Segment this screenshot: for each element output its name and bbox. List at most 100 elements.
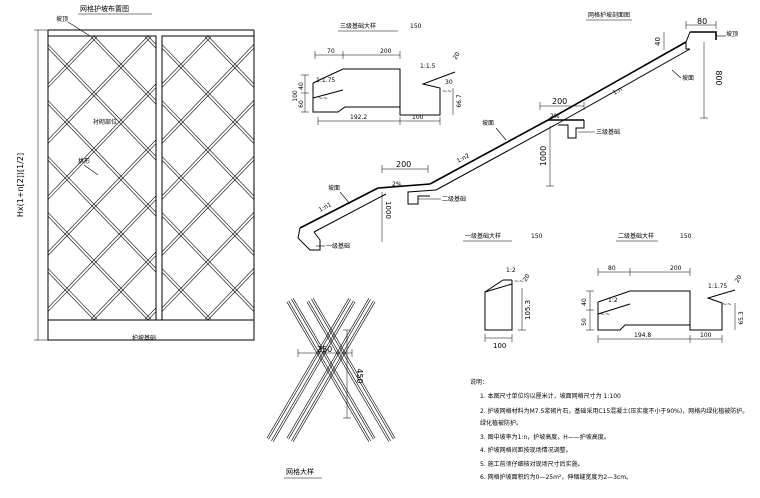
grid-rib-line [48,36,98,88]
grid-rib-line [93,36,156,101]
grid-rib-line [579,35,760,319]
diamond-grid-right [162,35,760,321]
grid-rib-line [48,83,156,197]
grid-rib-line [144,36,156,49]
dim-berm-200-upper: 200 [552,97,567,106]
label-section-slope: 坡面 [682,74,694,82]
grid-rib-line [288,300,371,441]
grade-1: 2% [550,113,560,120]
detail2-dim-20: 20 [734,274,744,284]
grid-rib-line [272,301,356,442]
grid-rib-line [288,299,371,440]
grid-rib-line [162,103,254,201]
grid-panel-left [47,35,157,321]
grid-rib-line [201,35,475,319]
detail2-dim-100: 100 [700,332,712,339]
grid-rib-line [162,99,254,197]
detail2-dim-200: 200 [670,265,682,272]
detail2-ratio2: 1:1.75 [708,283,727,290]
grid-rib-line [271,300,354,441]
grid-rib-line [421,35,695,319]
grid-rib-line [585,35,760,319]
grid-rib-line [259,37,533,321]
grid-rib-line [311,299,394,440]
detail3-dim-40: 40 [298,82,305,90]
grid-rib-line [579,37,760,321]
grid-rib-line [162,159,254,256]
grid-rib-line [585,37,760,321]
dim-grid-450: 450 [355,368,364,383]
detail3-dim-100: 100 [292,90,299,102]
grid-rib-line [525,35,760,319]
grid-rib-line [523,35,760,319]
grid-rib-line [207,271,254,320]
detail2-dim-50: 50 [581,318,588,326]
grid-rib-line [361,37,635,321]
grid-rib-line [48,103,156,217]
grid-rib-line [739,35,760,319]
detail1-dim-20: 20 [522,273,532,283]
grid-rib-line [199,35,473,319]
grid-rib-line [48,215,149,320]
grid-rib-line [162,156,254,253]
elevation-view: 网格护坡布置图 坡顶 衬砌部位 拱形 护坡基础 Hx(1+n[2])[1/2] [16,4,760,342]
elevation-title: 网格护坡布置图 [80,4,129,13]
grid-rib-line [253,37,527,321]
slope-section: 网格护坡剖面图 坡顶 坡面 1:n 80 40 800 2% 200 三级基础 [297,11,738,251]
label-section-slope-3: 坡面 [328,184,340,192]
grid-rib-line [162,44,254,141]
detail1-dim-100: 100 [493,342,506,350]
grid-rib-line [361,35,635,319]
grid-rib-line [286,298,370,439]
grid-rib-line [162,47,254,144]
grid-rib-line [48,199,156,312]
detail3-dim-66-7: 66.7 [456,94,463,108]
detail1-dim-105-3: 105.3 [524,300,532,320]
grid-rib-line [162,36,212,88]
grid-rib-line [204,267,254,320]
note-4: 4. 护坡网格间距按现场情况调整。 [480,446,572,454]
diamond-grid-left [48,35,760,321]
grid-rib-line [48,268,98,320]
grid-rib-line [255,35,529,319]
note-2: 2. 护坡网格材料为M7.5浆砌片石，基础采用C15混凝土(压实度不小于90%)… [480,407,748,415]
grid-rib-line [147,311,156,320]
grid-rib-line [162,215,254,312]
note-3: 3. 图中坡率为1:n，护坡高度，H——护坡高度。 [480,433,610,441]
grid-rib-line [48,36,95,85]
detail3-grass-b: ~~ [442,88,452,95]
grid-rib-line [583,37,760,321]
dim-top-40: 40 [654,37,662,46]
detail2-grass-b: ~~ [722,301,732,308]
detail3-dim-100b: 100 [412,114,424,121]
grid-rib-line [261,37,535,321]
grade-2: 2% [392,181,402,188]
grid-rib-line [292,301,376,442]
grid-rib-line [309,35,583,319]
grid-detail: 250 450 网格大样 [266,298,396,479]
grid-rib-line [162,100,254,197]
grid-rib-line [306,301,390,442]
grid-rib-line [363,35,637,319]
grid-rib-line [48,212,152,320]
grid-rib-line [162,212,254,309]
grid-rib-line [48,87,156,200]
section-title: 网格护坡剖面图 [588,11,630,19]
label-third-footing: 三级基础 [596,128,620,136]
grid-rib-line [266,298,350,439]
grid-rib-line [691,37,760,321]
grid-rib-line [90,251,156,320]
grid-rib-line [291,300,374,441]
grid-rib-line [421,37,695,321]
grid-rib-line [577,37,760,321]
grid-rib-line [48,156,156,269]
grid-rib-line [583,35,760,319]
grid-rib-line [162,47,254,145]
detail3-dim-30: 30 [445,79,453,86]
label-second-footing: 二级基础 [442,195,466,203]
grid-rib-line [423,37,697,321]
grid-rib-line [48,143,156,256]
grid-detail-title: 网格大样 [286,467,314,476]
detail2-dim-40: 40 [581,298,588,306]
